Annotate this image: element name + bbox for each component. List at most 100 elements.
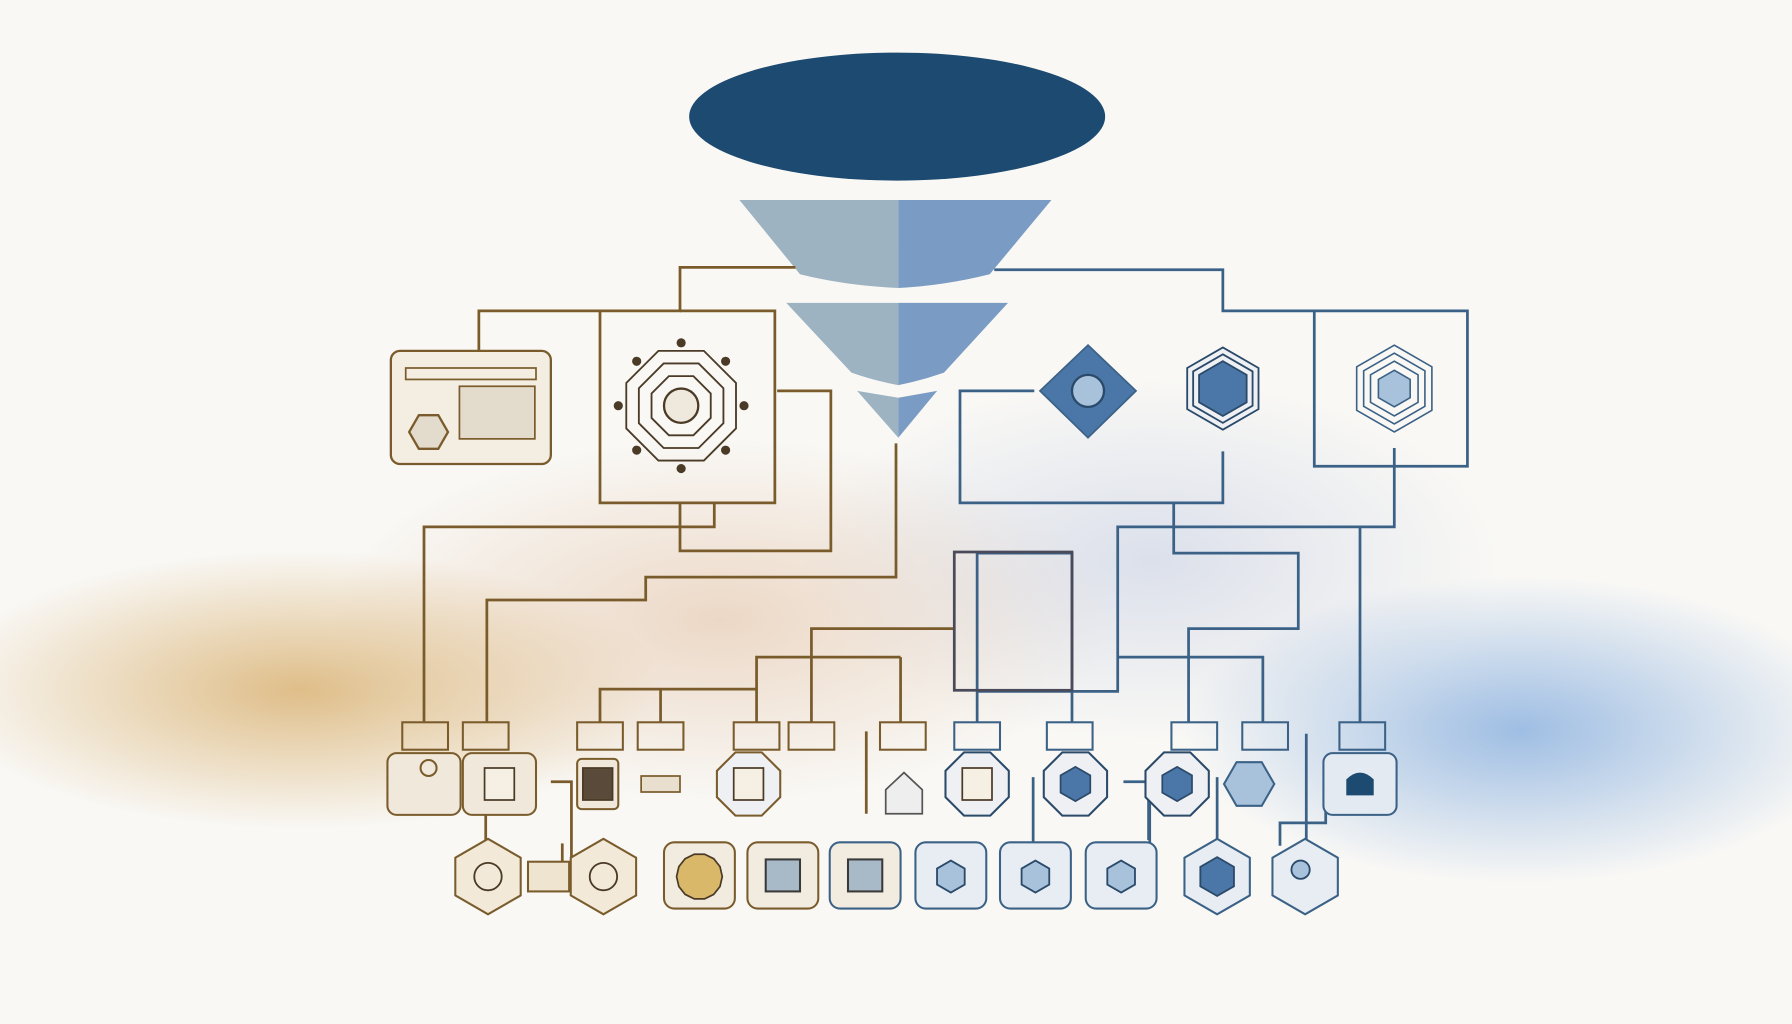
icon-inner [846,858,884,893]
icon-inner [1161,765,1193,803]
document-chat-icon [461,752,538,816]
icon-frame [640,775,681,793]
funnel [739,200,1052,438]
connector-line-warm-3 [422,502,716,723]
connector-line-warm-2 [678,389,833,553]
browser-hexagon [407,414,450,450]
funnel-stage-3-right [898,390,938,438]
connector-box [461,721,510,751]
icon-inner [961,767,993,801]
network-dot [721,445,731,455]
icon-inner [1106,859,1136,894]
octagon-center [662,387,700,424]
monitor-icon [746,841,820,910]
hexagon-layer [1198,360,1248,418]
top-ellipse-node [689,52,1106,181]
shield-square-icon [1322,752,1398,816]
diamond-node-icon [1038,343,1138,439]
icon-frame [1222,761,1276,807]
sun-gear-icon [662,841,736,910]
grid-octagon-icon [944,751,1010,817]
connector-line-warm-6 [755,655,901,723]
icon-inner [483,767,516,801]
central-process-box [952,550,1074,692]
icon-frame [569,837,638,916]
icon-frame [526,860,571,893]
icon-inner [1346,772,1374,796]
funnel-stage-2-left [786,302,899,386]
document-icon [576,757,620,811]
hexagon-layer [1369,360,1419,417]
octagon-network-icon [613,338,749,474]
connector-line-warm-0 [477,266,796,351]
icon-inner [936,859,966,894]
hexagon-spiral-icon [998,841,1072,910]
network-dot [721,356,731,366]
square-frame-icon [828,841,902,910]
network-dot [676,464,686,474]
hexagon-light-icon [1222,761,1276,807]
hexagon-layered-icon [914,841,988,910]
browser-content [458,385,536,440]
users-hexagon-icon [1271,837,1339,916]
funnel-stage-1-left [739,200,899,288]
browser-bar [404,367,537,381]
network-dot [632,356,642,366]
hexagon-layer [1362,352,1426,425]
icon-inner [1199,856,1235,898]
list-octagon-icon [715,751,782,817]
icon-inner [732,767,765,801]
connector-box [787,721,836,751]
hex-network-icon [454,837,522,916]
connector-line-warm-1 [598,309,777,505]
icon-frame [884,771,924,815]
diamond-center [1070,373,1106,408]
card-icon [640,775,681,793]
octagon-ring [625,349,737,462]
hexagon-solid-icon [1183,837,1251,916]
connector-line-cool-3 [975,551,1074,723]
connector-line-cool-11 [1278,800,1328,846]
icon-frame [454,837,522,916]
icon-inner [588,861,619,892]
browser-window-icon [389,349,552,466]
icon-inner [1290,859,1311,880]
hexagon-blue-icon [1144,751,1210,817]
hex-gears-icon [569,837,638,916]
connector-box [1045,721,1094,751]
funnel-stage-1-right [898,200,1052,288]
connector-line-warm-5 [810,627,954,723]
connector-box [1241,721,1290,751]
connector-line-warm-12 [550,780,573,869]
hexagon-node-icon [1186,346,1260,431]
network-nodes-icon [386,752,462,816]
connector-box [732,721,781,751]
connector-box [1338,721,1387,751]
connector-box [576,721,624,751]
connector-box [1170,721,1219,751]
connector-line-cool-5 [1117,655,1265,723]
connector-box [878,721,927,751]
connector-box [953,721,1002,751]
connector-line-warm-4 [485,443,898,723]
icon-inner [764,858,802,893]
funnel-stage-3-left [857,390,899,438]
icon-inner [582,767,614,801]
network-dot [632,445,642,455]
icon-inner [473,861,503,892]
funnel-stage-2-right [898,302,1008,386]
connector-line-cool-0 [994,268,1469,468]
icon-inner [1020,859,1051,894]
icon-inner [675,853,724,900]
octagon-ring [637,362,725,449]
connector-line-cool-4 [1172,502,1300,723]
octagon-ring [650,375,712,437]
network-dot [613,401,623,411]
connector-line-cool-1 [958,389,1225,505]
hexagon-octagon-icon [1042,751,1109,817]
connector-line-cool-2 [975,448,1396,723]
connector-line-warm-7 [598,687,757,723]
icon-inner [419,758,438,778]
